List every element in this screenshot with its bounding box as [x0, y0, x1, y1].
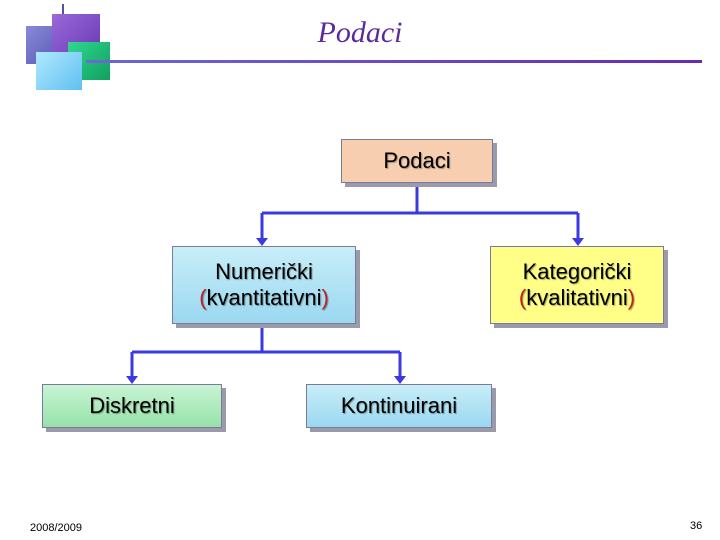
node-categorical-subtitle-text: kvalitativni: [526, 285, 628, 310]
node-continuous-label: Kontinuirani: [340, 393, 458, 418]
paren-close: ): [627, 285, 636, 310]
decor-square-cyan: [36, 52, 82, 90]
arrowhead-discrete: [126, 376, 138, 384]
node-data-root: Podaci: [341, 139, 493, 183]
arrowhead-categorical: [572, 238, 584, 246]
node-discrete: Diskretni: [42, 384, 222, 428]
node-numeric-subtitle-text: kvantitativni: [206, 285, 322, 310]
node-continuous: Kontinuirani: [306, 384, 492, 428]
node-categorical-title: Kategorički: [522, 259, 632, 284]
arrowhead-continuous: [394, 376, 406, 384]
footer-date: 2008/2009: [30, 522, 82, 534]
paren-open: (: [518, 285, 527, 310]
page-number: 36: [690, 520, 703, 532]
node-root-label: Podaci: [383, 148, 451, 173]
node-categorical: Kategorički (kvalitativni): [490, 246, 664, 324]
node-numeric-title: Numerički: [215, 259, 313, 284]
paren-close: ): [321, 285, 329, 310]
arrowhead-numeric: [256, 238, 268, 246]
node-discrete-label: Diskretni: [89, 393, 175, 418]
node-numeric: Numerički (kvantitativni): [172, 246, 356, 324]
slide-title: Podaci: [317, 16, 403, 49]
node-categorical-subtitle: (kvalitativni): [519, 285, 635, 311]
paren-open: (: [199, 285, 207, 310]
node-numeric-subtitle: (kvantitativni): [199, 285, 329, 311]
title-rule: [86, 60, 702, 63]
